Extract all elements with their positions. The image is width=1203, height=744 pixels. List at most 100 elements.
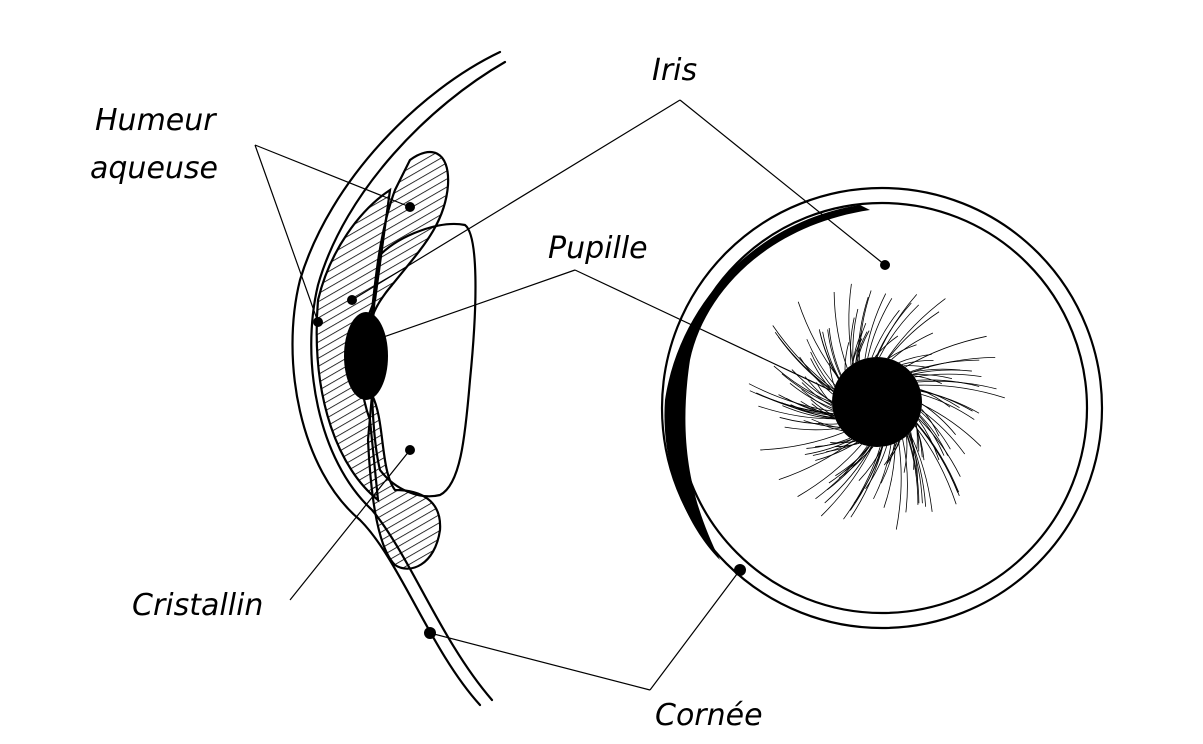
iris-fibre [901, 359, 934, 365]
iris-fibre [887, 298, 946, 359]
iris-fibre [820, 446, 873, 517]
iris-fibre [921, 404, 982, 447]
iris-fibre [833, 291, 848, 369]
iris-fibre [804, 438, 853, 455]
cornea-inner-curve [310, 60, 507, 702]
iris-fibre [810, 399, 835, 417]
cornea-outer-curve [291, 50, 502, 707]
iris-fibre [908, 433, 927, 507]
iris-fibre [818, 422, 843, 432]
iris-fibre [898, 353, 932, 363]
iris-fibre [876, 294, 918, 358]
iris-fibre [916, 422, 960, 493]
iris-fibre [871, 309, 900, 358]
iris-fibre [918, 419, 940, 461]
iris-fibre [827, 329, 841, 376]
iris-fibre [887, 311, 940, 359]
side-view-eye [291, 50, 507, 707]
iris-fibre [853, 446, 884, 504]
iris-fibre [799, 356, 833, 395]
iris-fibre [916, 379, 980, 387]
iris-fibre [864, 293, 887, 359]
iris-fibre [915, 425, 925, 461]
iris-fibre [916, 423, 960, 496]
iris-fibre [789, 382, 833, 409]
iris-fibre [801, 382, 833, 407]
iris-fibre [879, 304, 920, 358]
iris-fibre [865, 445, 888, 490]
iris-fibre [778, 394, 834, 415]
iris-fibre [903, 365, 929, 369]
iris-fibres [748, 283, 1005, 530]
leader-lines [254, 99, 886, 691]
iris-fibre [883, 442, 898, 466]
iris-fibre [907, 435, 920, 504]
iris-fibre [856, 330, 870, 362]
iris-fibre [895, 441, 902, 530]
iris-fibre [914, 373, 982, 378]
iris-fibre [843, 446, 881, 520]
iris-fibre [834, 442, 860, 448]
pupil-side [344, 312, 388, 400]
pupil-front [832, 357, 922, 447]
iris-fibre [778, 440, 854, 481]
label-pupille: Pupille [548, 231, 648, 266]
iris-fibre [880, 443, 895, 484]
iris-fibre [748, 383, 834, 412]
iris-fibre [909, 432, 933, 512]
iris-fibre [828, 327, 842, 376]
iris-fibre [797, 301, 840, 379]
iris-fibre [806, 339, 836, 386]
iris-fibre [810, 358, 834, 392]
iris-fibre [873, 444, 892, 500]
iris-fibre [905, 335, 987, 368]
iris-fibre [781, 373, 833, 406]
iris-fibre [829, 362, 835, 388]
iris-fibre [914, 425, 957, 505]
iris-fibre [838, 446, 873, 479]
iris-fibre [844, 342, 850, 371]
iris-fibre [774, 331, 834, 392]
iris-fibre [921, 393, 975, 420]
iris-fibre [822, 331, 840, 379]
limbus-shading [664, 205, 870, 560]
iris-fibre [918, 384, 1005, 399]
cornea-outer-circle [660, 186, 1104, 630]
iris-fibre [920, 390, 980, 414]
label-humeur-line1: Humeur [95, 103, 217, 138]
label-humeur-line2: aqueuse [90, 151, 218, 186]
iris-fibre [852, 332, 862, 365]
iris-fibre [826, 446, 870, 491]
iris-fibre [920, 389, 960, 408]
label-cornee: Cornée [655, 698, 763, 733]
iris-fibre [867, 298, 893, 359]
iris-fibre [913, 375, 942, 384]
label-iris: Iris [652, 53, 697, 88]
iris-lower [366, 391, 442, 570]
iris-fibre [906, 435, 919, 505]
iris-fibre [815, 445, 868, 500]
iris-fibre [910, 356, 996, 374]
iris-fibre [812, 440, 855, 456]
iris-fibre [920, 389, 951, 408]
iris-fibre [907, 434, 923, 504]
iris-fibre [758, 405, 836, 420]
iris-fibre [912, 369, 972, 375]
iris-fibre [773, 365, 833, 404]
iris-fibre [902, 438, 908, 513]
iris-fibre [815, 438, 852, 447]
iris-fibre [803, 420, 840, 428]
iris-fibre [857, 296, 869, 362]
iris-fibre [848, 283, 854, 365]
iris-fibre [921, 403, 956, 435]
iris-fibre [874, 335, 899, 358]
iris-fibre [810, 351, 835, 390]
iris-upper [368, 150, 450, 331]
iris-fibre [828, 445, 870, 484]
iris-fibre [850, 317, 855, 366]
iris-fibre [918, 418, 961, 477]
iris-fibre [791, 369, 833, 402]
iris-fibre [883, 443, 896, 508]
iris-fibre [891, 332, 934, 360]
